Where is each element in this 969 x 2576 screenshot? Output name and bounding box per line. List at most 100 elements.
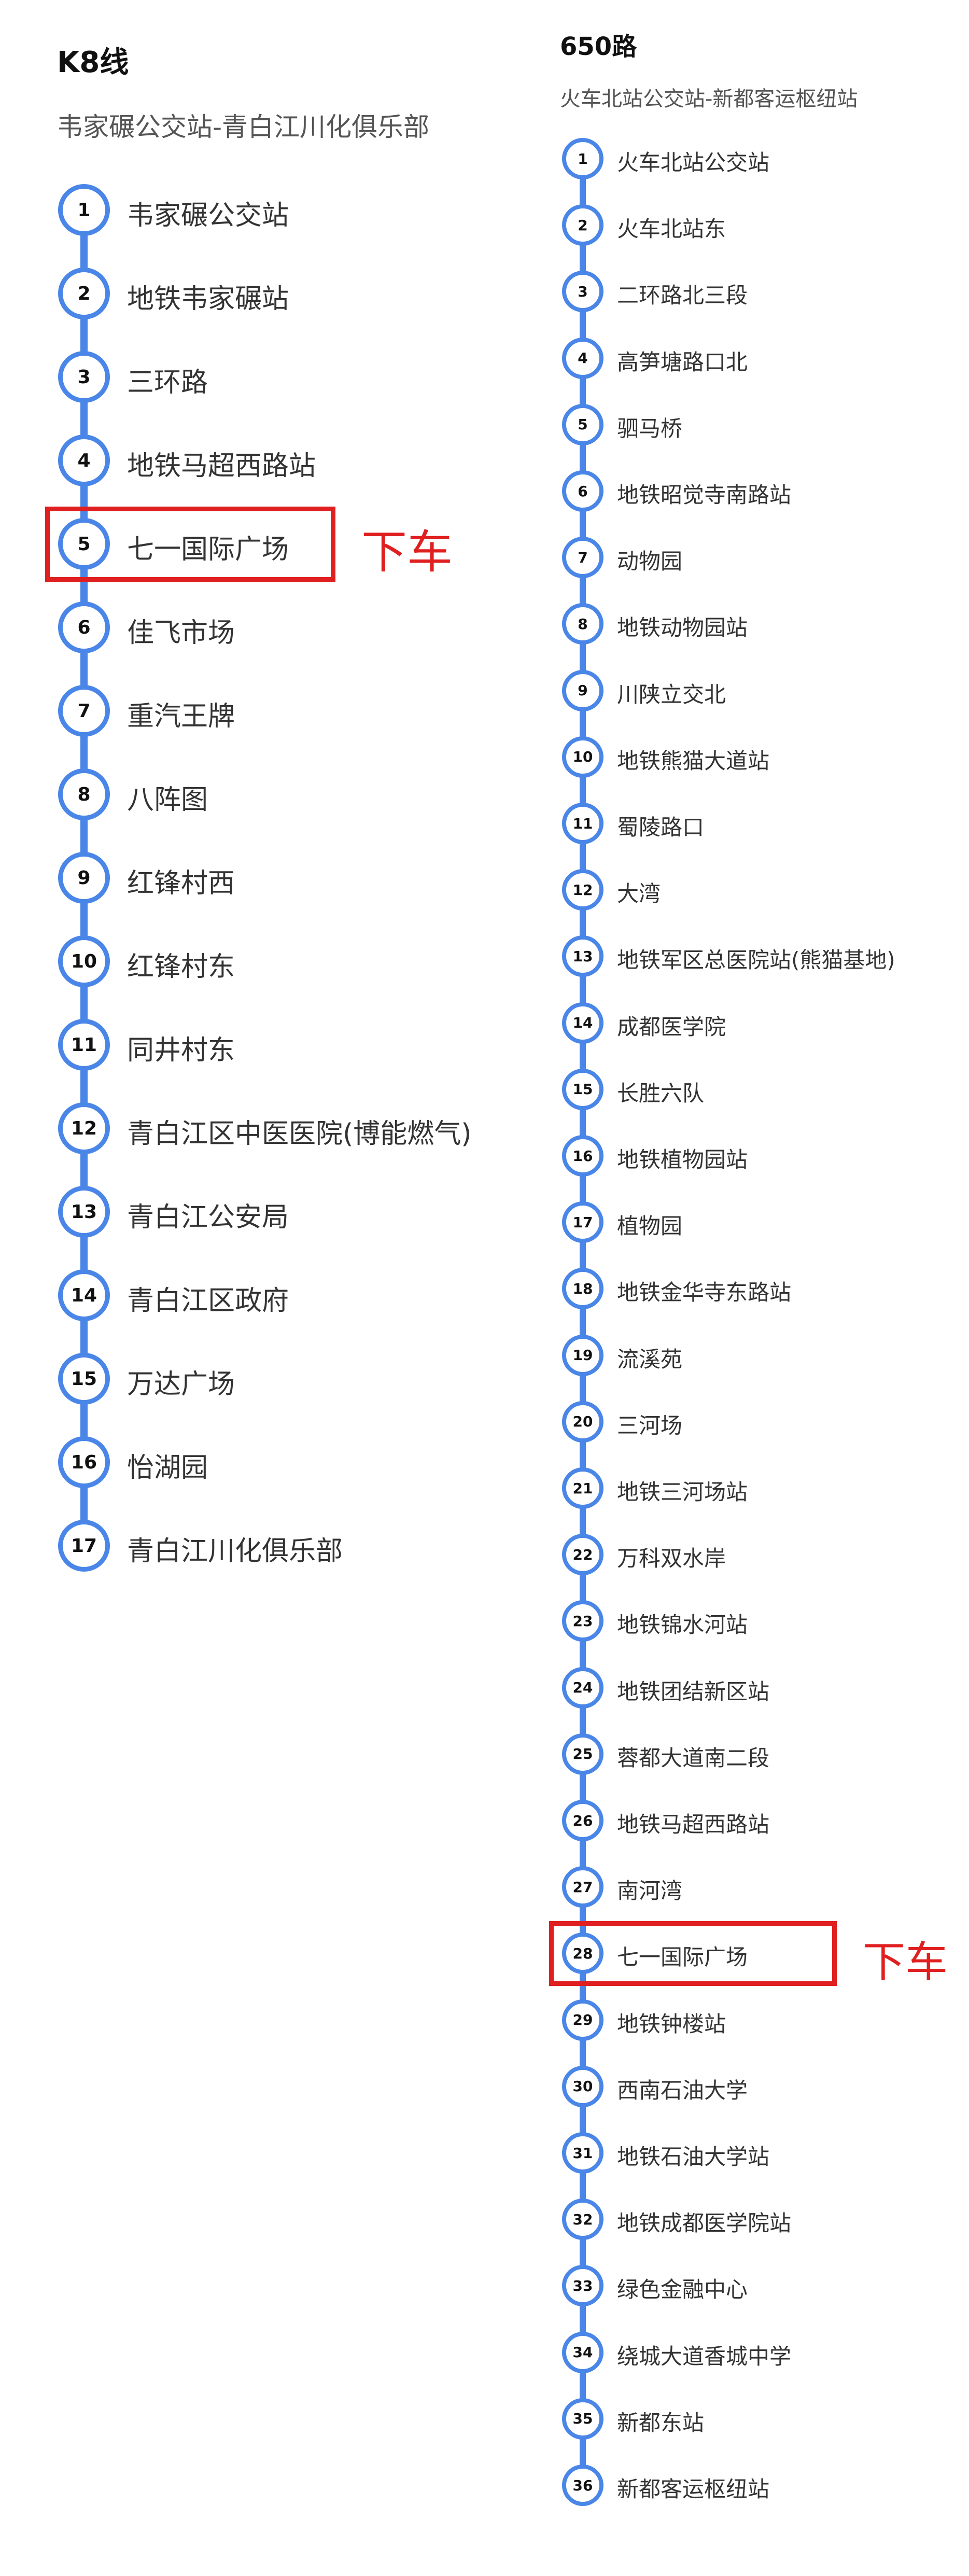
stop-number-badge: 12 xyxy=(562,869,603,911)
stop-number-badge: 12 xyxy=(58,1102,110,1154)
stop-name: 八阵图 xyxy=(127,784,208,816)
stop-name: 动物园 xyxy=(617,549,683,575)
stop-name: 青白江公安局 xyxy=(127,1201,289,1233)
stop-name: 地铁植物园站 xyxy=(617,1146,748,1172)
stop-number-badge: 27 xyxy=(562,1866,603,1908)
stop-number-badge: 11 xyxy=(58,1019,110,1071)
stop-name: 大湾 xyxy=(617,881,661,907)
stop-name: 火车北站公交站 xyxy=(617,149,770,175)
stop-number-badge: 4 xyxy=(562,337,603,379)
stop-name: 重汽王牌 xyxy=(127,701,235,732)
stop-name: 流溪苑 xyxy=(617,1346,683,1372)
stop-number-badge: 9 xyxy=(58,852,110,904)
route-description: 火车北站公交站-新都客运枢纽站 xyxy=(560,87,858,111)
route-title: 650路 xyxy=(560,32,637,61)
stop-number-badge: 10 xyxy=(562,736,603,778)
stop-number-badge: 22 xyxy=(562,1534,603,1576)
route-title: K8线 xyxy=(57,46,129,79)
stop-name: 地铁三河场站 xyxy=(617,1479,748,1505)
stop-number-badge: 5 xyxy=(58,518,110,570)
stop-number-badge: 8 xyxy=(562,603,603,645)
stop-name: 地铁军区总医院站(熊猫基地) xyxy=(617,947,895,973)
stop-name: 驷马桥 xyxy=(617,415,683,441)
stop-number-badge: 2 xyxy=(58,268,110,319)
stop-name: 高笋塘路口北 xyxy=(617,349,748,375)
stop-number-badge: 14 xyxy=(562,1002,603,1044)
stop-number-badge: 21 xyxy=(562,1467,603,1509)
stop-name: 红锋村东 xyxy=(127,951,235,983)
stop-number-badge: 8 xyxy=(58,768,110,820)
stop-number-badge: 32 xyxy=(562,2199,603,2241)
stop-name: 同井村东 xyxy=(127,1034,235,1066)
stop-name: 七一国际广场 xyxy=(617,1944,748,1970)
stop-name: 地铁钟楼站 xyxy=(617,2011,726,2037)
stop-name: 地铁锦水河站 xyxy=(617,1612,748,1638)
stop-name: 万科双水岸 xyxy=(617,1546,726,1572)
stop-name: 地铁昭觉寺南路站 xyxy=(617,482,792,508)
highlight-box xyxy=(549,1921,837,1986)
stop-number-badge: 3 xyxy=(562,271,603,313)
stop-number-badge: 9 xyxy=(562,669,603,711)
stop-name: 地铁石油大学站 xyxy=(617,2144,770,2169)
stop-number-badge: 3 xyxy=(58,351,110,403)
stop-number-badge: 31 xyxy=(562,2132,603,2174)
stop-number-badge: 25 xyxy=(562,1733,603,1775)
stop-name: 成都医学院 xyxy=(617,1014,726,1040)
stop-number-badge: 16 xyxy=(562,1135,603,1177)
stop-name: 地铁马超西路站 xyxy=(127,450,316,482)
stop-number-badge: 13 xyxy=(58,1186,110,1238)
stop-name: 植物园 xyxy=(617,1213,683,1239)
stop-name: 川陕立交北 xyxy=(617,681,726,707)
stop-number-badge: 17 xyxy=(562,1201,603,1243)
alight-label: 下车 xyxy=(863,1937,948,1987)
stop-name: 地铁团结新区站 xyxy=(617,1678,770,1704)
stop-name: 长胜六队 xyxy=(617,1080,705,1106)
stop-name: 三环路 xyxy=(127,367,208,398)
stop-number-badge: 2 xyxy=(562,204,603,246)
stop-number-badge: 26 xyxy=(562,1800,603,1841)
route-description: 韦家碾公交站-青白江川化俱乐部 xyxy=(57,112,430,142)
stop-name: 西南石油大学 xyxy=(617,2077,748,2103)
stop-name: 万达广场 xyxy=(127,1368,235,1400)
stop-number-badge: 18 xyxy=(562,1268,603,1310)
stop-name: 地铁动物园站 xyxy=(617,615,748,641)
stop-number-badge: 15 xyxy=(562,1068,603,1110)
stop-name: 韦家碾公交站 xyxy=(127,200,289,231)
stop-number-badge: 24 xyxy=(562,1667,603,1709)
stop-number-badge: 35 xyxy=(562,2398,603,2440)
stop-name: 地铁马超西路站 xyxy=(617,1811,770,1837)
stop-name: 火车北站东 xyxy=(617,216,726,242)
stop-number-badge: 7 xyxy=(562,537,603,579)
stop-number-badge: 17 xyxy=(58,1520,110,1572)
stop-number-badge: 19 xyxy=(562,1334,603,1376)
stop-name: 南河湾 xyxy=(617,1878,683,1904)
stop-number-badge: 13 xyxy=(562,935,603,977)
route-650-panel: 650路 火车北站公交站-新都客运枢纽站 1 火车北站公交站 2 火车北站东 3 二环路北… xyxy=(549,0,964,2576)
stop-name: 二环路北三段 xyxy=(617,283,748,309)
stop-number-badge: 10 xyxy=(58,935,110,987)
stop-name: 新都东站 xyxy=(617,2410,705,2435)
alight-label: 下车 xyxy=(361,525,453,579)
stop-number-badge: 29 xyxy=(562,1999,603,2041)
stop-number-badge: 1 xyxy=(562,138,603,179)
stop-name: 地铁金华寺东路站 xyxy=(617,1280,792,1306)
stop-name: 红锋村西 xyxy=(127,867,235,899)
stop-name: 青白江区中医医院(博能燃气) xyxy=(127,1118,472,1150)
stop-name: 七一国际广场 xyxy=(127,534,289,565)
stop-number-badge: 23 xyxy=(562,1600,603,1642)
stop-name: 青白江川化俱乐部 xyxy=(127,1535,343,1567)
stop-name: 蜀陵路口 xyxy=(617,814,705,840)
stop-name: 青白江区政府 xyxy=(127,1285,289,1317)
stop-number-badge: 28 xyxy=(562,1933,603,1975)
stop-number-badge: 33 xyxy=(562,2265,603,2307)
stop-number-badge: 16 xyxy=(58,1436,110,1488)
stop-name: 地铁韦家碾站 xyxy=(127,283,289,315)
stop-name: 绕城大道香城中学 xyxy=(617,2343,792,2369)
stop-number-badge: 20 xyxy=(562,1401,603,1443)
stop-name: 蓉都大道南二段 xyxy=(617,1745,770,1771)
stop-name: 新都客运枢纽站 xyxy=(617,2476,770,2502)
stop-number-badge: 6 xyxy=(58,601,110,653)
stop-number-badge: 6 xyxy=(562,470,603,512)
stop-number-badge: 14 xyxy=(58,1269,110,1321)
